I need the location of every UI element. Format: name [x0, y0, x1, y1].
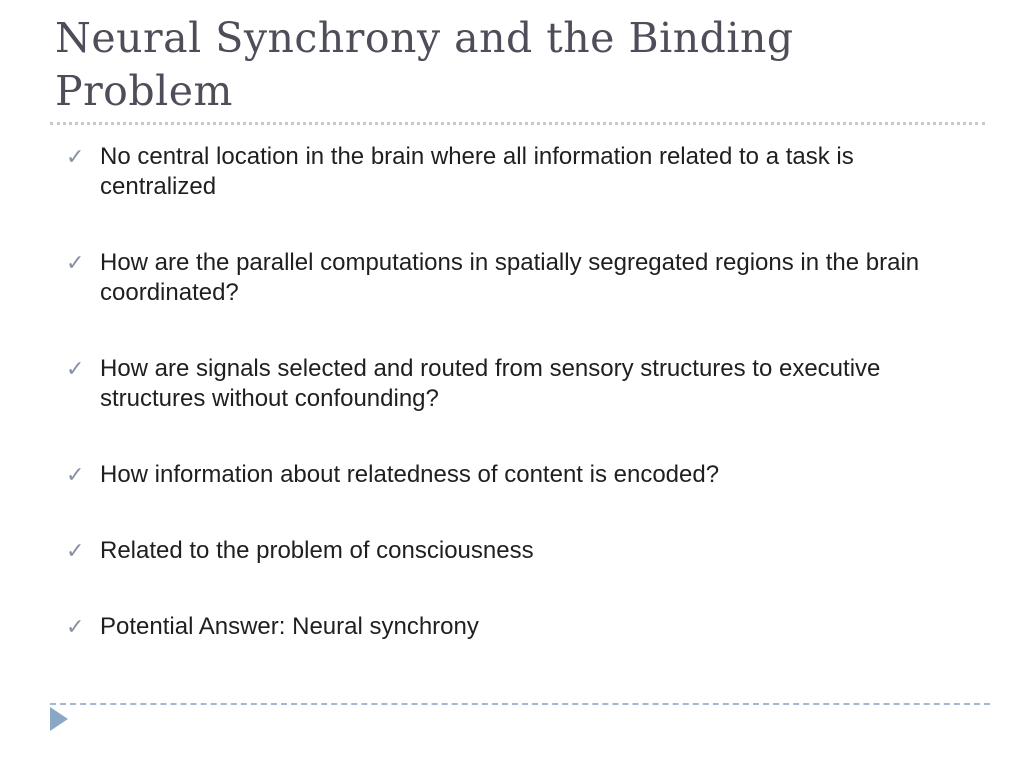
bullet-item: ✓ How are the parallel computations in s…	[62, 248, 962, 308]
slide-title: Neural Synchrony and the Binding Problem	[55, 14, 794, 115]
next-arrow-icon	[50, 707, 68, 731]
bullet-text: How are the parallel computations in spa…	[100, 249, 920, 306]
bullet-text: No central location in the brain where a…	[100, 143, 854, 200]
bullet-item: ✓ How information about relatedness of c…	[62, 460, 962, 490]
check-icon: ✓	[66, 356, 85, 381]
bullet-text: Potential Answer: Neural synchrony	[100, 613, 479, 640]
check-icon: ✓	[66, 538, 85, 563]
bullet-item: ✓ How are signals selected and routed fr…	[62, 354, 962, 414]
bullet-item: ✓ Potential Answer: Neural synchrony	[62, 612, 962, 642]
footer-divider	[50, 703, 990, 705]
check-icon: ✓	[66, 144, 85, 169]
bullet-text: Related to the problem of consciousness	[100, 537, 534, 564]
bullet-item: ✓ No central location in the brain where…	[62, 142, 962, 202]
bullet-text: How are signals selected and routed from…	[100, 355, 881, 412]
title-divider	[50, 122, 985, 125]
check-icon: ✓	[66, 462, 85, 487]
check-icon: ✓	[66, 614, 85, 639]
check-icon: ✓	[66, 250, 85, 275]
bullet-list: ✓ No central location in the brain where…	[62, 142, 962, 688]
bullet-item: ✓ Related to the problem of consciousnes…	[62, 536, 962, 566]
title-block: Neural Synchrony and the Binding Problem	[55, 12, 935, 118]
bullet-text: How information about relatedness of con…	[100, 461, 720, 488]
